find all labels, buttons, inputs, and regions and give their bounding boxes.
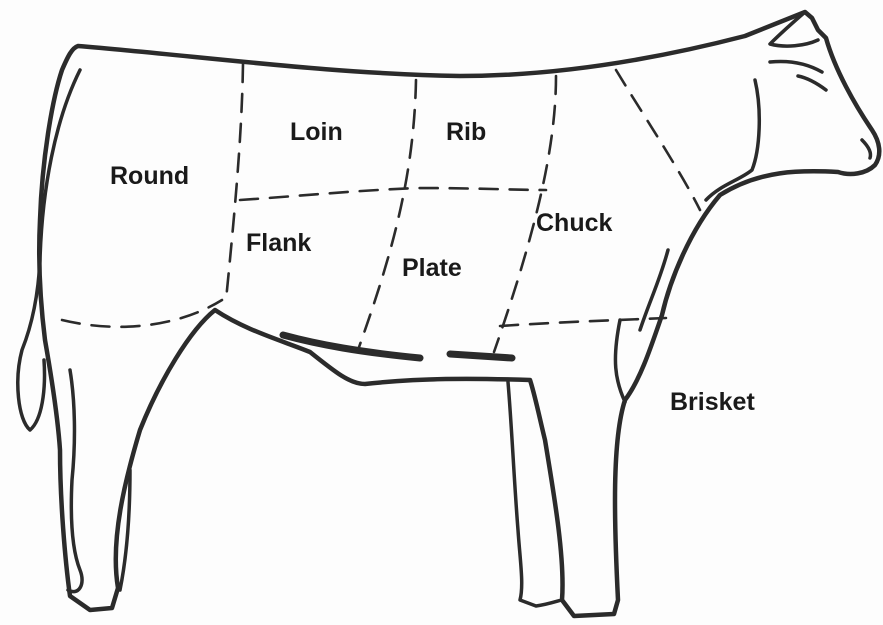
label-rib: Rib — [446, 118, 486, 147]
hind-leg-inner — [68, 370, 82, 592]
cow-body-outline — [39, 12, 879, 616]
label-plate: Plate — [402, 254, 462, 283]
foreleg-back — [615, 320, 625, 402]
cut-loin-flank — [240, 188, 546, 200]
cut-round-lower — [62, 300, 222, 327]
cut-round-loin — [226, 64, 243, 300]
label-brisket: Brisket — [670, 388, 755, 417]
nostril — [862, 140, 871, 158]
cut-loin-rib — [358, 80, 416, 350]
eye-lid — [798, 76, 826, 90]
belly-stroke-2 — [450, 354, 512, 358]
label-chuck: Chuck — [536, 209, 612, 238]
cut-lines — [62, 64, 700, 352]
label-round: Round — [110, 162, 189, 191]
cut-chuck-neck — [616, 70, 700, 210]
belly-stroke-1 — [283, 335, 420, 358]
label-loin: Loin — [290, 118, 343, 147]
eye — [770, 61, 822, 72]
label-flank: Flank — [246, 229, 311, 258]
